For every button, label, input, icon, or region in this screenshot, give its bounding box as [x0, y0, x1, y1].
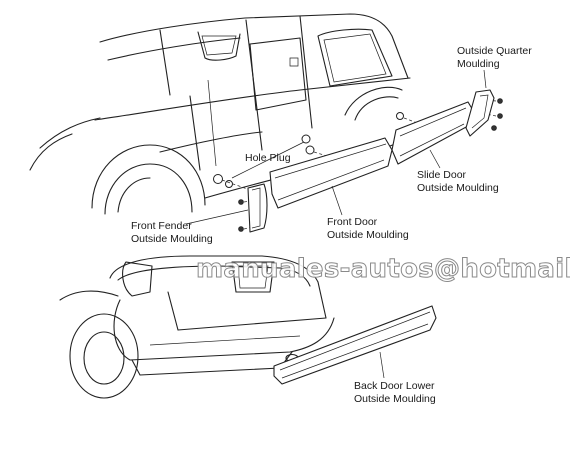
watermark-text: manuales-autos@hotmail.com: [195, 254, 570, 285]
leader-front-fender: [185, 209, 249, 225]
label-outside-quarter-line1: Outside Quarter: [457, 45, 532, 57]
clip-fender: [225, 180, 233, 188]
leader-lines: [185, 69, 487, 379]
label-outside-quarter-line2: Moulding: [457, 58, 500, 70]
label-front-fender-line2: Outside Moulding: [131, 233, 213, 245]
label-hole-plug-text: Hole Plug: [245, 152, 291, 164]
label-back-door-lower-line2: Outside Moulding: [354, 393, 436, 405]
label-outside-quarter-moulding: Outside Quarter Moulding: [457, 45, 532, 71]
label-slide-door-line2: Outside Moulding: [417, 182, 499, 194]
label-front-door-moulding: Front Door Outside Moulding: [327, 216, 409, 242]
label-front-fender-line1: Front Fender: [131, 220, 192, 232]
leader-back-door-lower: [379, 351, 385, 379]
clip-slide-door: [396, 112, 404, 120]
license-plate: [231, 261, 275, 293]
back-door-lower-moulding: [273, 305, 437, 385]
hole-plug-upper: [301, 134, 311, 144]
leader-outside-quarter: [483, 69, 487, 89]
van-rear-view: [59, 255, 335, 399]
pin-quarter-3: [491, 125, 497, 131]
label-front-door-line2: Outside Moulding: [327, 229, 409, 241]
leader-hole-plug-2: [231, 159, 269, 179]
outside-quarter-moulding: [465, 89, 495, 137]
label-slide-door-moulding: Slide Door Outside Moulding: [417, 169, 499, 195]
leader-hole-plug: [267, 141, 305, 161]
hole-plug-fender: [213, 174, 223, 184]
front-door-moulding: [269, 137, 393, 209]
van-side-view: [29, 13, 411, 215]
label-hole-plug: Hole Plug: [245, 152, 291, 165]
label-front-fender-moulding: Front Fender Outside Moulding: [131, 220, 213, 246]
front-fender-moulding: [247, 183, 268, 233]
label-back-door-lower-line1: Back Door Lower: [354, 380, 435, 392]
label-front-door-line1: Front Door: [327, 216, 378, 228]
fasteners: [213, 98, 503, 232]
label-slide-door-line1: Slide Door: [417, 169, 467, 181]
pin-quarter-2: [497, 113, 503, 119]
pin-quarter-1: [497, 98, 503, 104]
hole-plug-lower: [305, 145, 315, 155]
label-back-door-lower-moulding: Back Door Lower Outside Moulding: [354, 380, 436, 406]
pin-fender-2: [238, 226, 244, 232]
leader-slide-door: [429, 149, 441, 169]
pin-fender-1: [238, 199, 244, 205]
leader-front-door: [331, 185, 343, 216]
